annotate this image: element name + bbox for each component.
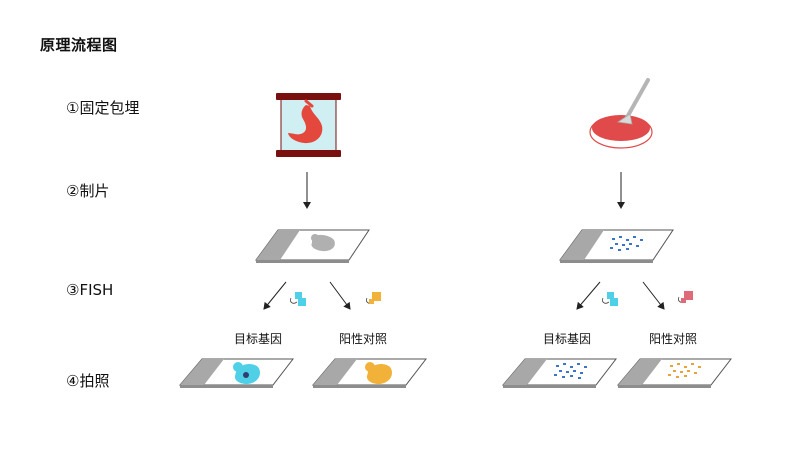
caption-right-positive-control: 阳性对照 [648, 332, 698, 346]
diagram-title: 原理流程图 [40, 36, 118, 54]
probe-positive-left-icon [366, 292, 381, 304]
arrow-right-to-target [576, 281, 601, 310]
paraffin-block-icon [276, 93, 341, 157]
pipette-icon [616, 78, 650, 125]
step-3-fish: ③FISH [66, 281, 114, 299]
cell-slide-icon [559, 229, 674, 263]
result-slide-left-target-icon [178, 358, 295, 388]
result-slide-right-target-icon [501, 358, 618, 388]
tissue-slide-icon [255, 229, 370, 263]
result-slide-right-positive-icon [616, 358, 733, 388]
probe-target-right-icon [602, 292, 618, 306]
caption-left-target-gene: 目标基因 [233, 332, 283, 346]
caption-right-target-gene: 目标基因 [542, 332, 592, 346]
arrow-left-to-target [263, 281, 287, 310]
step-4-imaging: ④拍照 [66, 372, 110, 390]
probe-positive-right-icon [678, 291, 693, 303]
stomach-icon [288, 99, 323, 144]
step-1-fix-embed: ①固定包埋 [66, 99, 140, 117]
cell-dish-icon [589, 78, 653, 149]
arrow-left-to-positive [329, 281, 351, 310]
result-slide-left-positive-icon [311, 358, 428, 388]
probe-target-left-icon [290, 292, 306, 306]
arrow-right-to-positive [642, 281, 665, 310]
caption-left-positive-control: 阳性对照 [338, 332, 388, 346]
step-2-sectioning: ②制片 [66, 182, 110, 200]
